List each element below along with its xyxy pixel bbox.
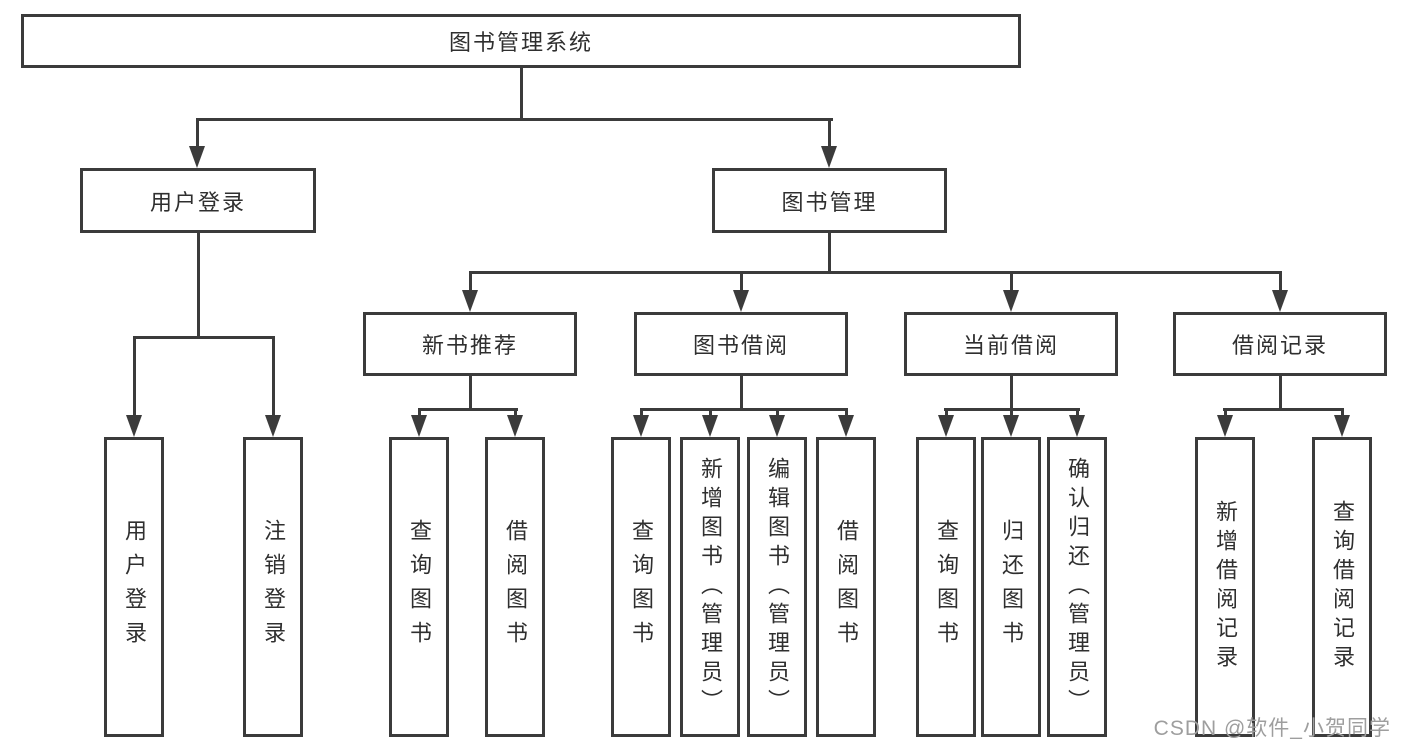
node-label: 借阅图书 [834,519,859,655]
node-label: 归还图书 [999,519,1024,655]
connector-line [197,233,200,338]
arrow-down-icon [265,415,281,437]
leaf-borrow-books-recommend: 借阅图书 [485,437,545,737]
connector-line [1279,271,1282,293]
connector-line [514,408,517,418]
leaf-confirm-return-admin: 确认归还（管理员） [1047,437,1107,737]
node-current-borrowing: 当前借阅 [904,312,1118,376]
node-book-borrowing: 图书借阅 [634,312,848,376]
arrow-down-icon [411,415,427,437]
connector-line [196,118,833,121]
connector-line [640,408,848,411]
connector-line [1341,408,1344,418]
connector-line [196,118,199,148]
node-label: 编辑图书（管理员） [765,456,790,718]
node-label: 借阅图书 [503,519,528,655]
connector-line [1010,408,1013,418]
arrow-down-icon [189,146,205,168]
leaf-query-books-current: 查询图书 [916,437,976,737]
node-label: 图书管理系统 [448,30,593,55]
node-label: 新增图书（管理员） [698,456,723,718]
node-label: 新书推荐 [421,333,518,358]
arrow-down-icon [633,415,649,437]
leaf-return-books: 归还图书 [981,437,1041,737]
connector-line [1279,376,1282,410]
node-label: 图书管理 [781,189,878,215]
leaf-logout: 注销登录 [243,437,303,737]
connector-line [1010,271,1013,293]
leaf-add-borrow-record: 新增借阅记录 [1195,437,1255,737]
node-label: 图书借阅 [692,333,789,358]
arrow-down-icon [1069,415,1085,437]
connector-line [1076,408,1079,418]
node-book-management: 图书管理 [712,168,947,233]
node-label: 注销登录 [261,519,286,655]
connector-line [133,336,136,417]
leaf-query-books-recommend: 查询图书 [389,437,449,737]
connector-line [1010,376,1013,410]
node-label: 查询图书 [407,519,432,655]
arrow-down-icon [938,415,954,437]
connector-line [272,336,275,417]
arrow-down-icon [838,415,854,437]
connector-line [418,408,518,411]
arrow-down-icon [1334,415,1350,437]
leaf-user-login: 用户登录 [104,437,164,737]
connector-line [828,233,831,273]
node-label: 查询借阅记录 [1330,500,1355,674]
connector-line [845,408,848,418]
arrow-down-icon [1272,290,1288,312]
node-label: 查询图书 [934,519,959,655]
node-label: 借阅记录 [1231,333,1328,358]
arrow-down-icon [769,415,785,437]
arrow-down-icon [821,146,837,168]
arrow-down-icon [507,415,523,437]
leaf-borrow-books: 借阅图书 [816,437,876,737]
node-new-book-recommendation: 新书推荐 [363,312,577,376]
node-borrowing-records: 借阅记录 [1173,312,1387,376]
arrow-down-icon [462,290,478,312]
connector-line [469,271,1282,274]
node-label: 确认归还（管理员） [1065,456,1090,718]
arrow-down-icon [702,415,718,437]
node-library-management-system: 图书管理系统 [21,14,1021,68]
connector-line [1223,408,1344,411]
leaf-add-book-admin: 新增图书（管理员） [680,437,740,737]
connector-line [1224,408,1227,418]
connector-line [133,336,275,339]
connector-line [709,408,712,418]
connector-line [740,271,743,293]
node-label: 用户登录 [122,519,147,655]
arrow-down-icon [1217,415,1233,437]
connector-line [776,408,779,418]
csdn-watermark: CSDN @软件_小贺同学 [1153,717,1391,740]
connector-line [640,408,643,418]
arrow-down-icon [1003,415,1019,437]
leaf-edit-book-admin: 编辑图书（管理员） [747,437,807,737]
node-label: 用户登录 [149,189,246,215]
connector-line [469,376,472,410]
connector-line [520,68,523,120]
connector-line [469,271,472,293]
arrow-down-icon [1003,290,1019,312]
node-user-login: 用户登录 [80,168,316,233]
connector-line [945,408,948,418]
leaf-query-books-borrowing: 查询图书 [611,437,671,737]
arrow-down-icon [733,290,749,312]
arrow-down-icon [126,415,142,437]
leaf-query-borrow-record: 查询借阅记录 [1312,437,1372,737]
connector-line [418,408,421,418]
connector-line [740,376,743,410]
node-label: 新增借阅记录 [1213,500,1238,674]
node-label: 查询图书 [629,519,654,655]
connector-line [828,118,831,148]
node-label: 当前借阅 [962,333,1059,358]
